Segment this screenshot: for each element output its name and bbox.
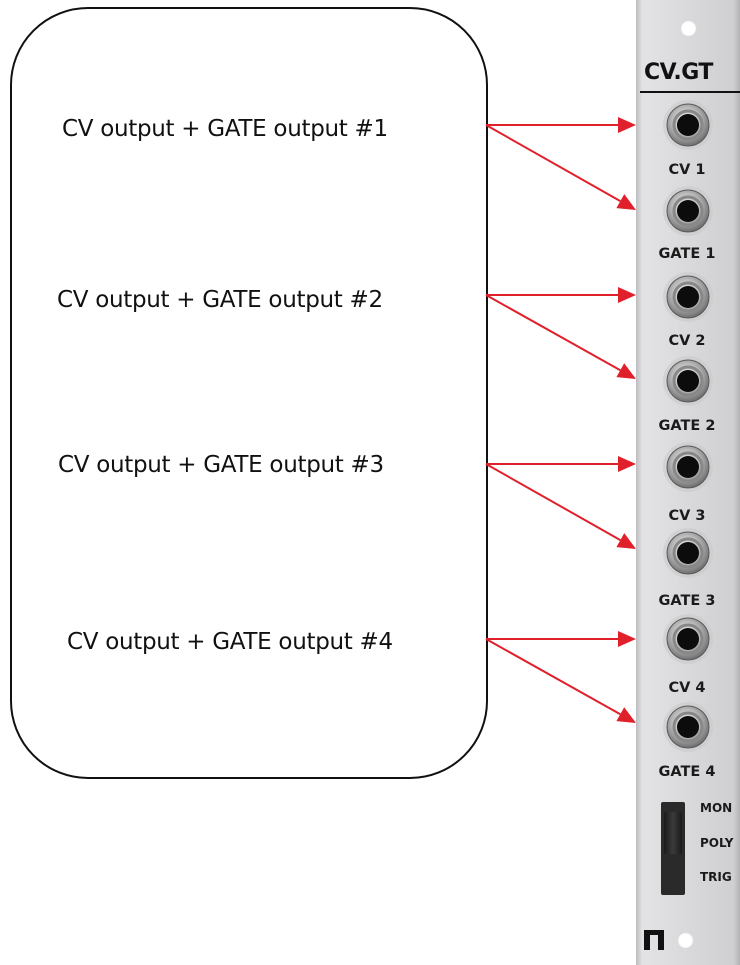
output-label-2: CV output + GATE output #2 <box>57 287 383 313</box>
output-label-1: CV output + GATE output #1 <box>62 116 388 142</box>
arrow-cv-2 <box>486 287 636 303</box>
jack-label-gate-3: GATE 3 <box>658 593 716 609</box>
jack-label-gate-2: GATE 2 <box>658 418 716 434</box>
arrow-gate-4 <box>485 638 636 723</box>
mounting-hole-bottom <box>677 932 694 949</box>
jack-cv-2[interactable] <box>663 272 713 322</box>
title-rule <box>640 91 740 93</box>
jack-label-cv-3: CV 3 <box>668 508 706 524</box>
jack-label-cv-4: CV 4 <box>668 680 706 696</box>
jack-label-cv-2: CV 2 <box>668 333 706 349</box>
output-label-4: CV output + GATE output #4 <box>67 629 393 655</box>
jack-cv-4[interactable] <box>663 614 713 664</box>
arrow-cv-4 <box>486 631 636 647</box>
arrow-gate-1 <box>485 124 636 210</box>
arrow-cv-1 <box>486 117 636 133</box>
arrow-cv-3 <box>486 456 636 472</box>
output-label-3: CV output + GATE output #3 <box>58 452 384 478</box>
jack-gate-3[interactable] <box>663 528 713 578</box>
jack-label-gate-4: GATE 4 <box>658 764 716 780</box>
jack-cv-1[interactable] <box>663 100 713 150</box>
jack-label-gate-1: GATE 1 <box>658 246 716 262</box>
callout-box <box>10 7 488 779</box>
arrow-gate-2 <box>485 294 636 379</box>
jack-cv-3[interactable] <box>663 442 713 492</box>
mode-switch-lever[interactable] <box>664 812 682 854</box>
mounting-hole-top <box>680 20 697 37</box>
jack-gate-4[interactable] <box>663 702 713 752</box>
arrow-gate-3 <box>485 463 636 549</box>
switch-label-mon: MON <box>700 801 733 815</box>
module-title: CV.GT <box>644 60 713 85</box>
brand-logo-icon <box>643 929 665 951</box>
jack-gate-2[interactable] <box>663 356 713 406</box>
jack-label-cv-1: CV 1 <box>668 162 706 178</box>
switch-label-trig: TRIG <box>700 870 732 884</box>
jack-gate-1[interactable] <box>663 186 713 236</box>
switch-label-poly: POLY <box>700 836 734 850</box>
